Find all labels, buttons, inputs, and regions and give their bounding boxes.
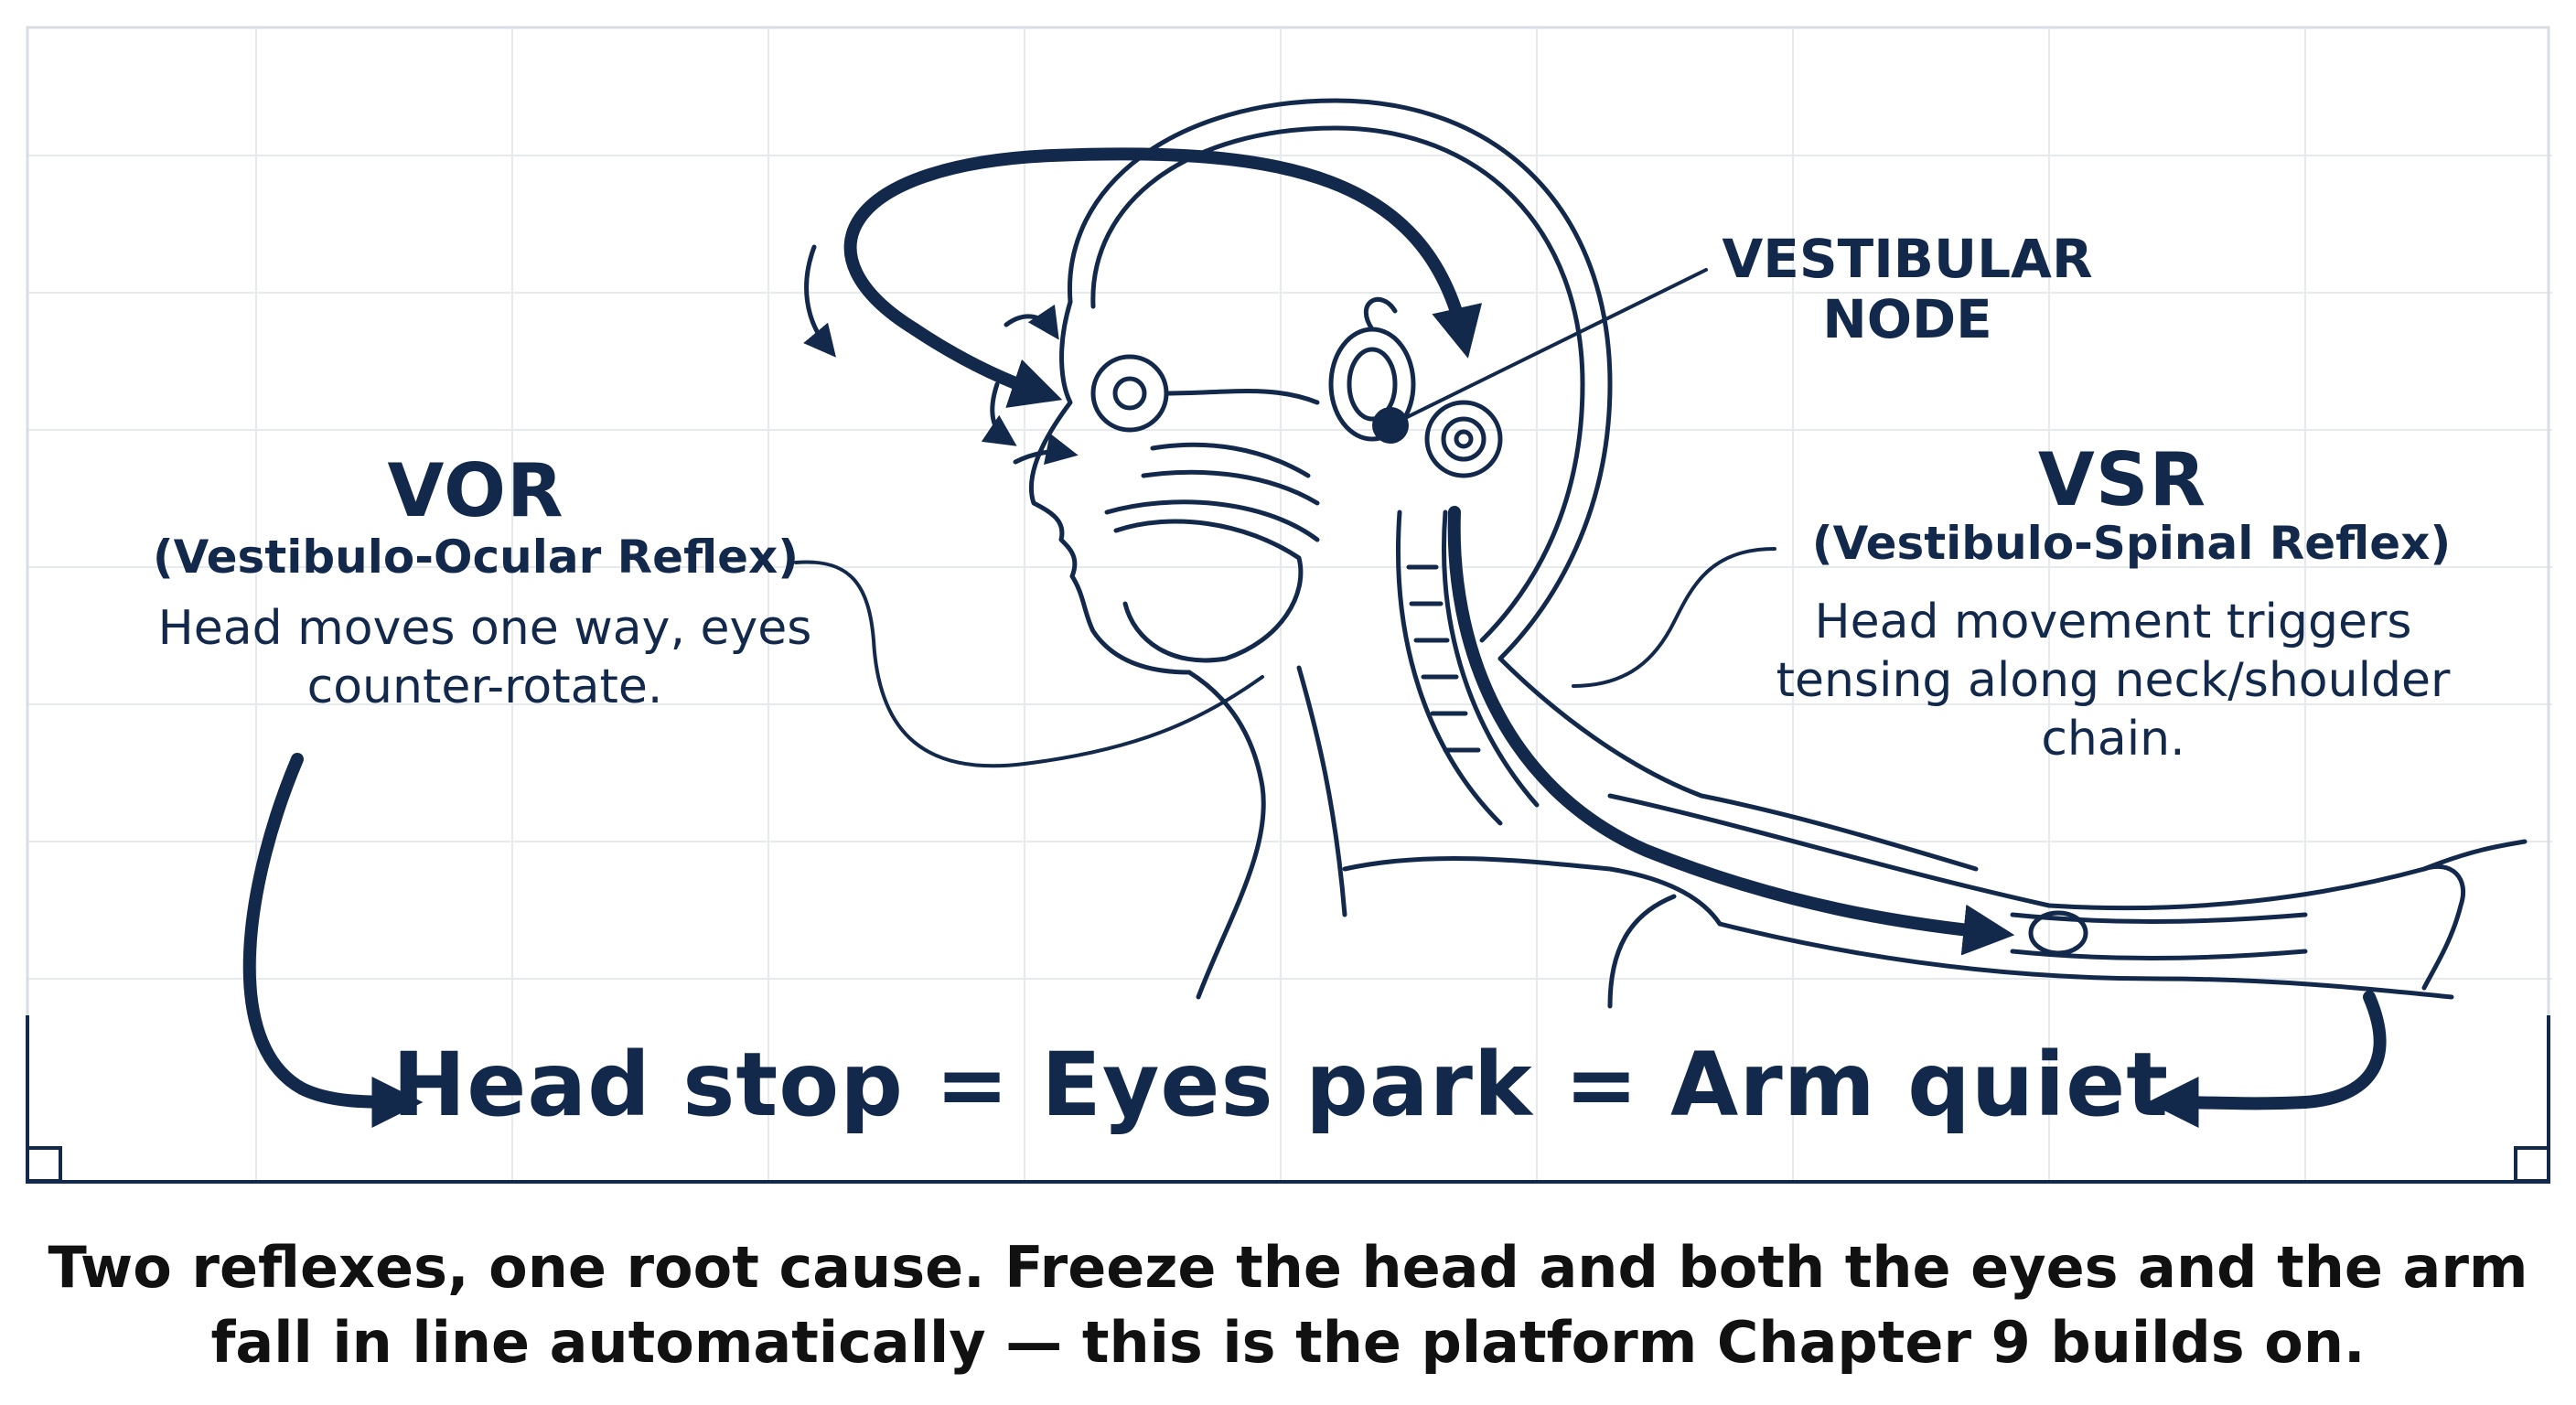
vsr-leader-line [1572, 547, 1776, 688]
caption: Two reflexes, one root cause. Freeze the… [48, 1234, 2528, 1376]
vestibular-node-label: VESTIBULAR NODE [1722, 228, 2093, 350]
blueprint-frame [26, 26, 2550, 1184]
background-grid [27, 27, 2552, 1180]
vsr-subtitle: (Vestibulo-Spinal Reflex) [1811, 517, 2452, 570]
vsr-title: VSR [2037, 437, 2207, 522]
vor-subtitle: (Vestibulo-Ocular Reflex) [152, 531, 800, 584]
vor-description: Head moves one way, eyes counter-rotate. [157, 601, 812, 714]
node-leader-line [1389, 268, 1708, 427]
reflex-flow-arrows [242, 147, 2387, 1129]
head-illustration [1028, 98, 2528, 1009]
spine-to-arm-arrow [1447, 506, 2015, 956]
vor-title: VOR [387, 448, 564, 533]
arm-to-equation-arrow [2147, 991, 2387, 1129]
leader-lines [794, 268, 1776, 768]
head-to-eye-arrow [843, 147, 1483, 359]
vestibular-node-dot [1372, 407, 1409, 444]
equation-banner: Head stop = Eyes park = Arm quiet [392, 1034, 2170, 1136]
vsr-description: Head movement triggers tensing along nec… [1776, 595, 2451, 767]
head-to-eye-arrow-head [908, 323, 1063, 408]
vor-leader-line [794, 560, 1264, 768]
vor-to-equation-arrow [242, 753, 424, 1128]
eye-rotation-arrows [803, 244, 1079, 466]
